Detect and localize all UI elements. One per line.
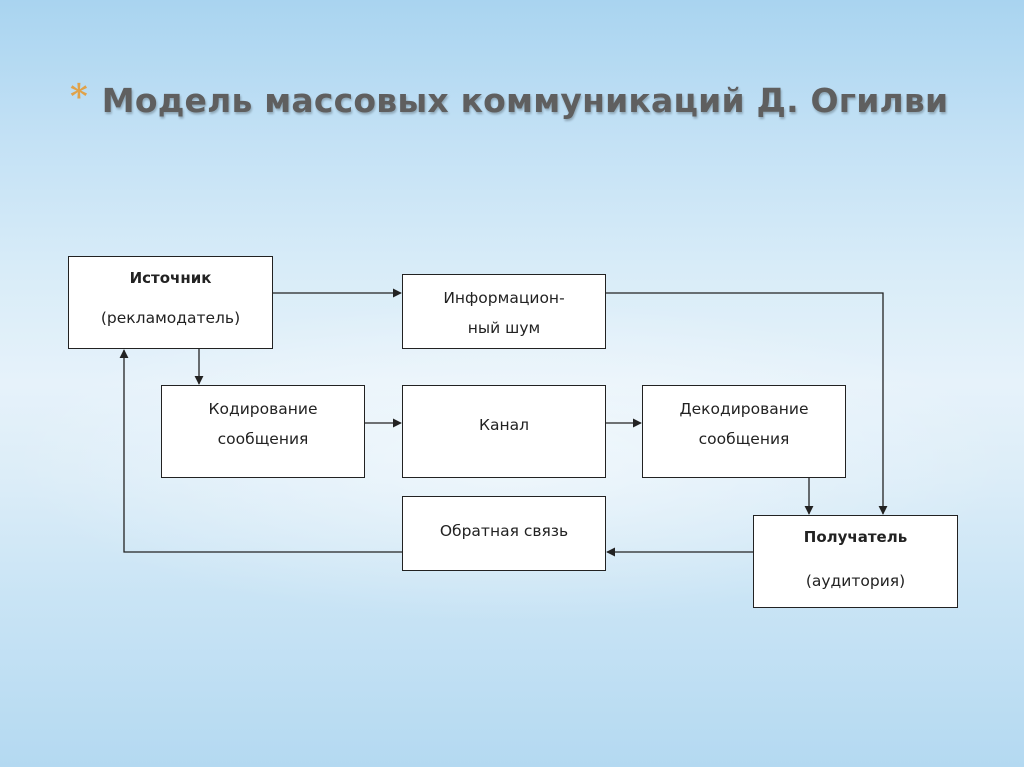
page-title: Модель массовых коммуникаций Д. Огилви xyxy=(101,80,949,120)
slide-title: * Модель массовых коммуникаций Д. Огилви xyxy=(70,70,1010,130)
node-feedback-label: Обратная связь xyxy=(439,522,569,540)
node-source-subtitle: (рекламодатель) xyxy=(100,309,241,327)
edge-noise-to-receiver xyxy=(606,292,888,515)
node-receiver-title: Получатель xyxy=(803,528,908,546)
node-channel-label: Канал xyxy=(478,416,530,434)
node-decoding: Декодирование сообщения xyxy=(642,385,846,478)
node-noise-line2: ный шум xyxy=(467,319,541,337)
node-source-title: Источник xyxy=(129,269,212,287)
node-source: Источник (рекламодатель) xyxy=(68,256,273,349)
node-noise-line1: Информацион- xyxy=(443,289,565,307)
title-bullet: * xyxy=(70,77,88,117)
node-receiver-subtitle: (аудитория) xyxy=(805,572,906,590)
node-noise: Информацион- ный шум xyxy=(402,274,606,349)
node-receiver: Получатель (аудитория) xyxy=(753,515,958,608)
node-decoding-line2: сообщения xyxy=(698,430,790,448)
node-channel: Канал xyxy=(402,385,606,478)
node-encoding-line2: сообщения xyxy=(217,430,309,448)
node-encoding: Кодирование сообщения xyxy=(161,385,365,478)
node-encoding-line1: Кодирование xyxy=(208,400,318,418)
node-feedback: Обратная связь xyxy=(402,496,606,571)
node-decoding-line1: Декодирование xyxy=(679,400,809,418)
edge-feedback-to-source xyxy=(119,349,402,553)
